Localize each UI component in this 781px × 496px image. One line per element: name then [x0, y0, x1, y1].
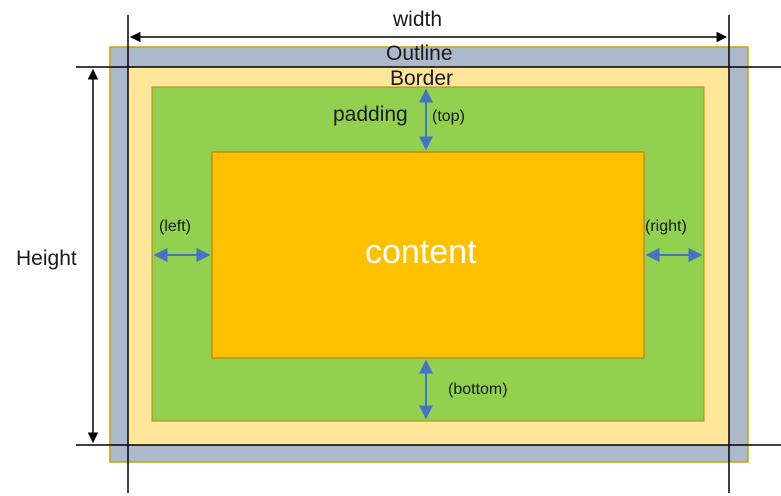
border-label: Border: [390, 67, 454, 90]
padding-bottom-label: (bottom): [448, 381, 508, 398]
height-label: Height: [16, 247, 77, 270]
padding-left-label: (left): [159, 218, 191, 235]
width-label: width: [393, 8, 443, 31]
content-box: [211, 151, 645, 359]
content-label: content: [365, 233, 477, 271]
padding-label: padding: [333, 103, 408, 126]
outline-label: Outline: [386, 42, 453, 65]
padding-right-label: (right): [645, 218, 687, 235]
padding-top-label: (top): [432, 108, 465, 125]
